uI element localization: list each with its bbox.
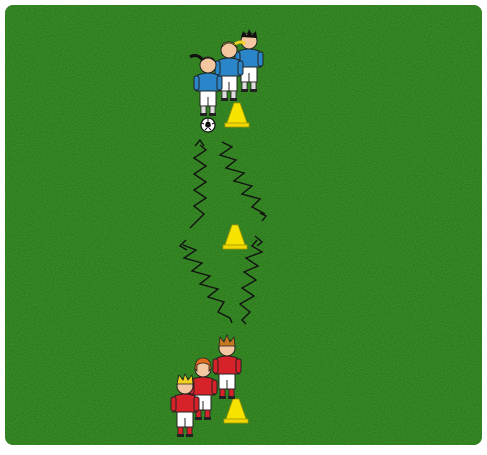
soccer-ball-icon xyxy=(201,118,215,132)
